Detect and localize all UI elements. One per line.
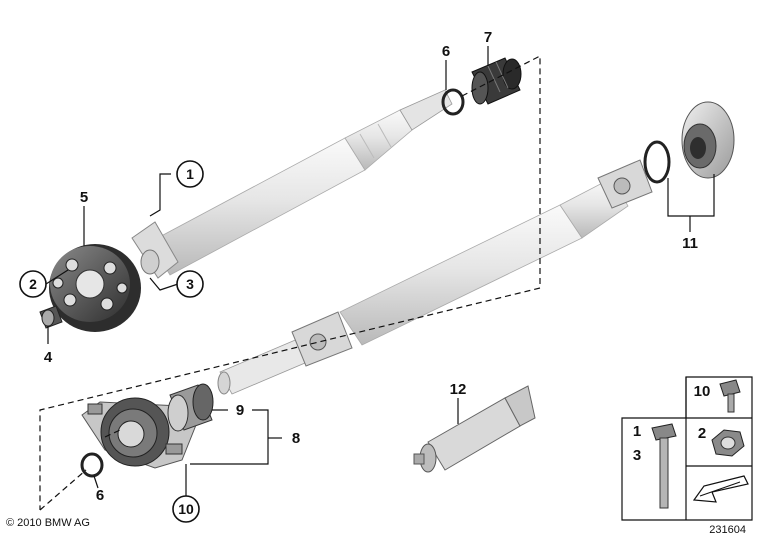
callout-8: 8 [292,430,300,447]
callout-2: 2 [29,276,37,292]
callout-6-top: 6 [442,43,450,60]
rubber-boot [471,57,522,105]
callout-11: 11 [682,235,698,252]
callouts: 1 2 3 4 5 6 7 8 9 10 11 12 6 [19,29,698,523]
callout-4: 4 [44,349,53,366]
copyright-text: © 2010 BMW AG [6,517,90,529]
arrow-icon [692,475,749,503]
hex-nut-icon [711,429,745,457]
diagram-code: 231604 [709,524,746,536]
parts-legend: 10 2 1 3 [621,376,753,521]
callout-6-bottom: 6 [96,487,104,504]
long-bolt-icon [651,423,677,509]
callout-7: 7 [484,29,492,46]
circlip-top [441,88,465,116]
leader-lines [39,46,715,511]
o-ring [643,140,671,184]
grease-tube [413,385,536,473]
front-propeller-shaft [131,89,453,279]
callout-9: 9 [236,402,244,419]
callout-12: 12 [450,381,467,398]
callout-10: 10 [178,501,194,517]
flexible-disc [49,244,141,332]
legend-3: 3 [633,447,641,464]
callout-5: 5 [80,189,88,206]
callout-3: 3 [186,276,194,292]
center-bearing [81,397,197,469]
callout-2-circle [19,270,47,298]
hex-bolt-icon [719,379,741,413]
callout-1-circle [176,160,204,188]
callout-3-circle [176,270,204,298]
legend-2: 2 [698,425,706,442]
rear-propeller-shaft [217,159,653,395]
grooved-ball-bearing [167,383,214,432]
legend-1: 1 [633,423,641,440]
centering-sleeve [39,305,63,329]
legend-10: 10 [694,383,711,400]
callout-10-circle [172,495,200,523]
callout-1: 1 [186,166,194,182]
flange-hub [681,101,735,179]
circlip-bottom [80,452,104,478]
